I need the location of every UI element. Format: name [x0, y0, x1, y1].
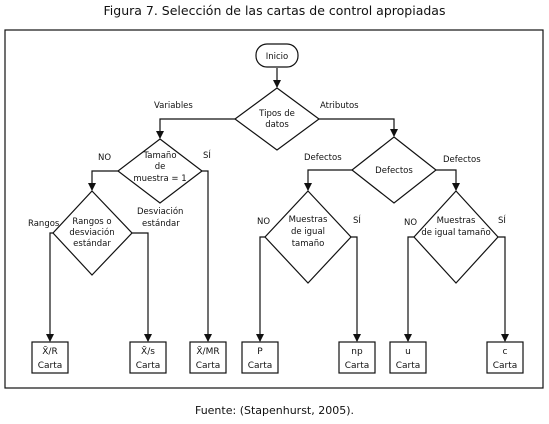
figure-title: Figura 7. Selección de las cartas de con…	[103, 3, 446, 18]
sample-size-label-3: muestra = 1	[133, 174, 186, 184]
edge-label-defects-left: Defectos	[304, 153, 342, 163]
edge-label-yes-sample: SÍ	[203, 149, 211, 161]
defects-decision	[351, 136, 437, 204]
arrow-to-u	[404, 236, 414, 342]
chart-p-type: P	[257, 347, 263, 357]
arrow-to-defects	[319, 118, 398, 137]
equal-size-right-label-2: de igual tamaño	[421, 228, 490, 238]
sample-size-label-1: Tamaño	[142, 151, 176, 161]
edge-label-std-dev-2: estándar	[142, 219, 180, 229]
chart-np-label: Carta	[345, 361, 370, 371]
arrow-to-equal-right	[436, 169, 460, 191]
chart-xmr: X̄/MR Carta	[189, 341, 227, 374]
chart-p-box	[241, 341, 279, 374]
equal-size-left-label-3: tamaño	[292, 239, 325, 249]
edge-label-yes-left: SÍ	[353, 214, 361, 226]
connectors	[46, 68, 509, 342]
arrow-to-p	[256, 236, 265, 342]
data-type-label-1: Tipos de	[258, 109, 295, 119]
range-sd-decision	[52, 190, 133, 276]
chart-xr-box	[31, 341, 69, 374]
edge-label-attributes: Atributos	[320, 101, 359, 111]
edge-label-no-right: NO	[404, 218, 417, 228]
arrow-to-xr	[46, 232, 54, 342]
chart-p-label: Carta	[248, 361, 273, 371]
chart-c-box	[486, 341, 524, 374]
start-label: Inicio	[266, 52, 289, 62]
edge-label-ranges: Rangos	[28, 219, 60, 229]
chart-xr: X̄/R Carta	[31, 341, 69, 374]
chart-np-box	[338, 341, 376, 374]
range-sd-label-3: estándar	[73, 239, 111, 249]
arrow-to-c	[498, 236, 509, 342]
start-node	[255, 43, 299, 68]
arrow-to-xs	[132, 232, 152, 342]
equal-size-left-decision	[264, 190, 352, 284]
chart-c-type: c	[503, 347, 508, 357]
chart-xs-type: X̄/s	[141, 345, 155, 357]
data-type-decision	[233, 87, 321, 151]
diagram-frame	[4, 29, 544, 389]
arrow-to-sample-size	[156, 118, 235, 139]
chart-xs: X̄/s Carta	[129, 341, 167, 374]
equal-size-left-label-2: de igual	[291, 227, 325, 237]
chart-np-type: np	[351, 347, 363, 357]
chart-u: u Carta	[389, 341, 427, 374]
arrow-to-range-sd	[88, 170, 118, 191]
edge-label-defects-right: Defectos	[443, 155, 481, 165]
data-type-label-2: datos	[265, 120, 289, 130]
edge-label-variables: Variables	[154, 101, 193, 111]
arrow-to-np	[351, 236, 361, 342]
edge-label-yes-right: SÍ	[498, 214, 506, 226]
chart-xmr-type: X̄/MR	[196, 345, 219, 357]
equal-size-left-label-1: Muestras	[289, 215, 328, 225]
chart-u-type: u	[405, 347, 411, 357]
arrow-to-xmr	[202, 170, 212, 342]
chart-c: c Carta	[486, 341, 524, 374]
edge-label-no-sample: NO	[98, 153, 111, 163]
chart-c-label: Carta	[493, 361, 518, 371]
chart-xmr-box	[189, 341, 227, 374]
chart-p: P Carta	[241, 341, 279, 374]
arrow-to-equal-left	[304, 169, 352, 191]
chart-u-label: Carta	[396, 361, 421, 371]
range-sd-label-2: desviación	[69, 227, 114, 238]
range-sd-label-1: Rangos o	[72, 217, 111, 227]
chart-xs-box	[129, 341, 167, 374]
figure-source: Fuente: (Stapenhurst, 2005).	[194, 404, 355, 417]
sample-size-decision	[117, 138, 203, 204]
chart-xr-label: Carta	[38, 361, 63, 371]
chart-u-box	[389, 341, 427, 374]
sample-size-label-2: de	[155, 162, 166, 172]
equal-size-right-label-1: Muestras	[437, 216, 476, 226]
defects-label: Defectos	[375, 166, 413, 176]
chart-np: np Carta	[338, 341, 376, 374]
chart-xr-type: X̄/R	[42, 345, 57, 357]
edge-label-no-left: NO	[257, 217, 270, 227]
equal-size-right-decision	[413, 190, 499, 284]
chart-xmr-label: Carta	[196, 361, 221, 371]
chart-xs-label: Carta	[136, 361, 161, 371]
edge-label-std-dev-1: Desviación	[137, 206, 183, 217]
